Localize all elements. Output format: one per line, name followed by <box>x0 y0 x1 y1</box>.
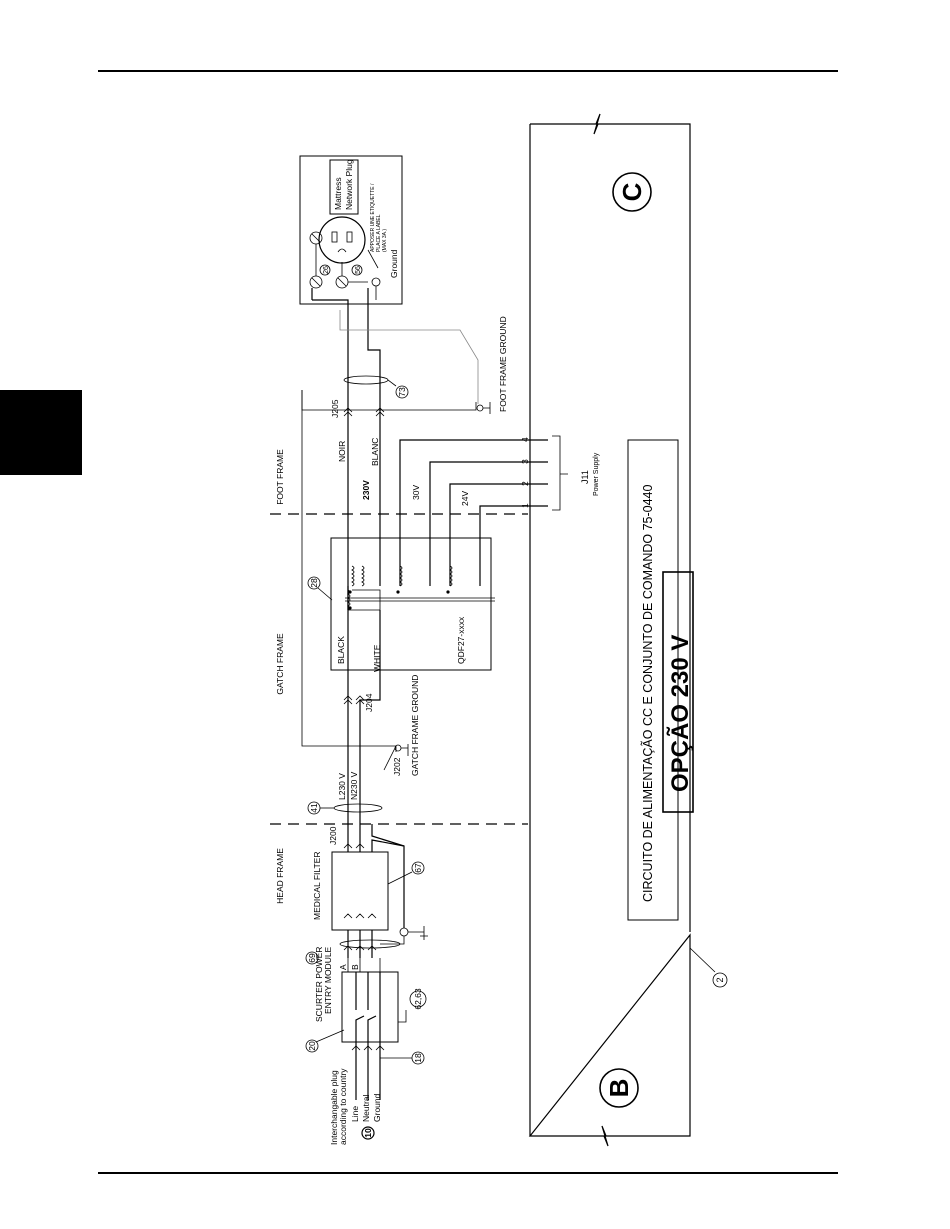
callout-18-text: 18 <box>413 1053 423 1063</box>
j11-pin-4: 4 <box>520 437 530 442</box>
wire-black: BLACK <box>336 636 346 664</box>
outlet-note-2: PLACE A LABEL <box>376 214 382 252</box>
entry-module-line2: ENTRY MODULE <box>323 946 333 1014</box>
voltage-30v: 30V <box>411 485 421 500</box>
j11-pin-2: 2 <box>520 481 530 486</box>
wire-blanc: BLANC <box>370 438 380 466</box>
j11-pin-1: 1 <box>520 503 530 508</box>
callout-62-63-text: 62,63 <box>413 988 423 1010</box>
j11-name: J11 <box>580 470 590 484</box>
section-head-frame: HEAD FRAME <box>275 848 285 904</box>
plug-ground: Ground <box>372 1093 382 1122</box>
plug: 10 Interchangable plug according to coun… <box>329 1068 382 1145</box>
connector-j202: J202 <box>392 757 402 776</box>
callout-67-text: 67 <box>413 863 423 873</box>
plug-line: Line <box>350 1106 360 1122</box>
callout-69 <box>305 951 319 965</box>
main-title: OPÇÃO 230 V <box>666 635 694 792</box>
callout-28 <box>307 576 321 590</box>
callout-73 <box>395 385 409 399</box>
wire-noir: NOIR <box>337 441 347 462</box>
plug-neutral: Neutral <box>361 1094 371 1122</box>
j11-connector: 4 3 2 1 J11 Power Supply <box>520 435 600 511</box>
wire-n230: N230 V <box>349 771 359 800</box>
outlet-label-2: Network Plug <box>344 159 354 210</box>
match-mark-c <box>612 172 652 212</box>
callout-67 <box>411 861 425 875</box>
outlet-note-1: APPOSER UNE ETIQUETTE / <box>370 183 376 252</box>
callout-2-text: 2 <box>715 977 725 982</box>
callout-28-text: 28 <box>309 578 319 588</box>
outlet: Mattress Network Plug 26 56 Ground APPOS… <box>299 155 403 305</box>
medical-filter: MEDICAL FILTER 69 67 <box>305 824 428 965</box>
title-frame: 2 <box>528 113 728 1147</box>
wire-l230: L230 V <box>337 773 347 800</box>
outlet-note-3: (MAX 3A.) <box>382 229 388 252</box>
entry-module-b: B <box>350 964 360 970</box>
subtitle-box <box>627 439 679 921</box>
main-title-box <box>662 571 694 813</box>
callout-41 <box>307 801 321 815</box>
section-foot-frame: FOOT FRAME <box>275 449 285 505</box>
bottom-rule <box>98 1172 838 1174</box>
callout-56 <box>351 264 363 276</box>
foot-wiring: J205 73 NOIR BLANC 230V 30V 24V FOOT FRA… <box>301 288 548 586</box>
j11-desc: Power Supply <box>593 452 600 496</box>
voltage-230v: 230V <box>361 480 371 500</box>
callout-20 <box>305 1039 319 1053</box>
gatch-wiring: 41 L230 V N230 V J200 J204 J202 GATCH FR… <box>301 390 420 847</box>
plug-desc-1: Interchangable plug <box>329 1070 339 1145</box>
transformer-part: QDF27-xxxx <box>456 616 466 664</box>
section-gatch-frame: GATCH FRAME <box>275 633 285 695</box>
wire-white: WHITE <box>372 644 382 672</box>
entry-module-a: A <box>338 964 348 970</box>
connector-j205: J205 <box>330 399 340 418</box>
transformer: BLACK WHITE QDF27-xxxx 28 <box>307 537 495 672</box>
callout-62-63 <box>409 990 427 1008</box>
connector-j204: J204 <box>364 693 374 712</box>
plug-desc-2: according to country <box>338 1068 348 1145</box>
callout-26 <box>319 264 331 276</box>
chapter-tab <box>0 390 82 475</box>
power-entry-module: SCURTER POWER ENTRY MODULE A B 20 62,63 … <box>305 946 427 1100</box>
subtitle: CIRCUITO DE ALIMENTAÇÃO CC E CONJUNTO DE… <box>641 485 655 902</box>
callout-73-text: 73 <box>397 387 407 397</box>
entry-module-line1: SCURTER POWER <box>314 947 324 1022</box>
outlet-label-1: Mattress <box>333 177 343 210</box>
voltage-24v: 24V <box>460 491 470 506</box>
match-mark-b <box>599 1068 639 1108</box>
gatch-frame-ground: GATCH FRAME GROUND <box>410 675 420 776</box>
foot-frame-ground: FOOT FRAME GROUND <box>498 316 508 412</box>
callout-56-text: 56 <box>355 266 362 274</box>
callout-69-text: 69 <box>307 953 317 963</box>
filter-label: MEDICAL FILTER <box>312 852 322 920</box>
callout-2 <box>712 972 728 988</box>
j11-pin-3: 3 <box>520 459 530 464</box>
connector-j200: J200 <box>328 826 338 845</box>
callout-10: 10 <box>363 1128 373 1138</box>
outlet-ground: Ground <box>389 249 399 278</box>
callout-20-text: 20 <box>307 1041 317 1051</box>
top-rule <box>98 70 838 72</box>
callout-41-text: 41 <box>309 803 319 813</box>
match-mark-b-text: B <box>604 1079 634 1098</box>
callout-26-text: 26 <box>323 266 330 274</box>
match-mark-c-text: C <box>617 182 647 201</box>
